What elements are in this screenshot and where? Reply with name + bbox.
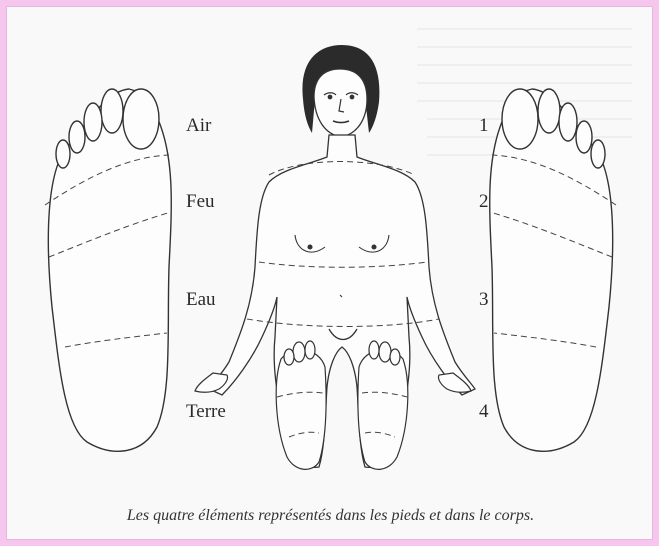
zone-number-1: 1 [479,115,489,137]
element-label-terre: Terre [186,401,226,423]
figure-caption: Les quatre éléments représentés dans les… [7,507,654,525]
figure-feet [276,341,408,469]
element-label-eau: Eau [186,289,216,311]
element-label-feu: Feu [186,191,215,213]
left-foot-sole [48,89,171,451]
illustration [7,7,654,541]
figure-body [209,135,475,467]
zone-number-2: 2 [479,191,489,213]
right-foot-sole [490,89,613,451]
element-label-air: Air [186,115,211,137]
figure-frame: Air Feu Eau Terre 1 2 3 4 Les quatre élé… [6,6,653,540]
zone-number-4: 4 [479,401,489,423]
zone-number-3: 3 [479,289,489,311]
